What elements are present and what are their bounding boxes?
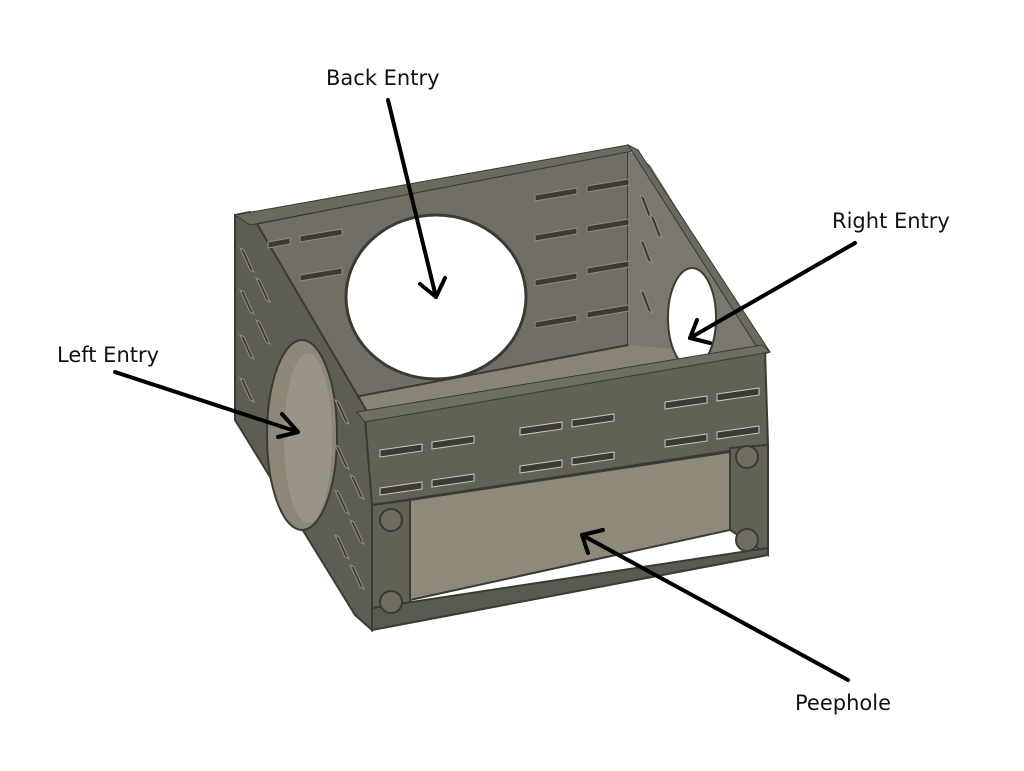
right-wall-slots [639, 193, 663, 315]
box-model [233, 143, 772, 633]
left-entry-label: Left Entry [57, 343, 159, 367]
back-wall-slots [267, 178, 630, 329]
callout-arrows [113, 98, 857, 682]
left-entry-hole-inner [284, 353, 332, 523]
right-entry-label: Right Entry [832, 209, 950, 233]
front-frame-bottom [371, 546, 769, 632]
left-wall-slots [238, 246, 366, 591]
left-entry-arrow [113, 370, 300, 439]
front-wall-slots [379, 387, 760, 496]
back-entry-label: Back Entry [326, 66, 440, 90]
peephole-arrow [580, 528, 850, 682]
front-wall-rim [356, 344, 772, 423]
back-entry-arrow [386, 98, 447, 299]
right-entry-arrow [688, 241, 857, 345]
screw-hole [735, 445, 759, 469]
screw-hole [379, 508, 403, 532]
screw-hole [735, 528, 759, 552]
peephole-label: Peephole [795, 691, 891, 715]
screw-hole [379, 590, 403, 614]
peephole-opening [409, 450, 731, 602]
right-entry-hole [667, 267, 717, 369]
